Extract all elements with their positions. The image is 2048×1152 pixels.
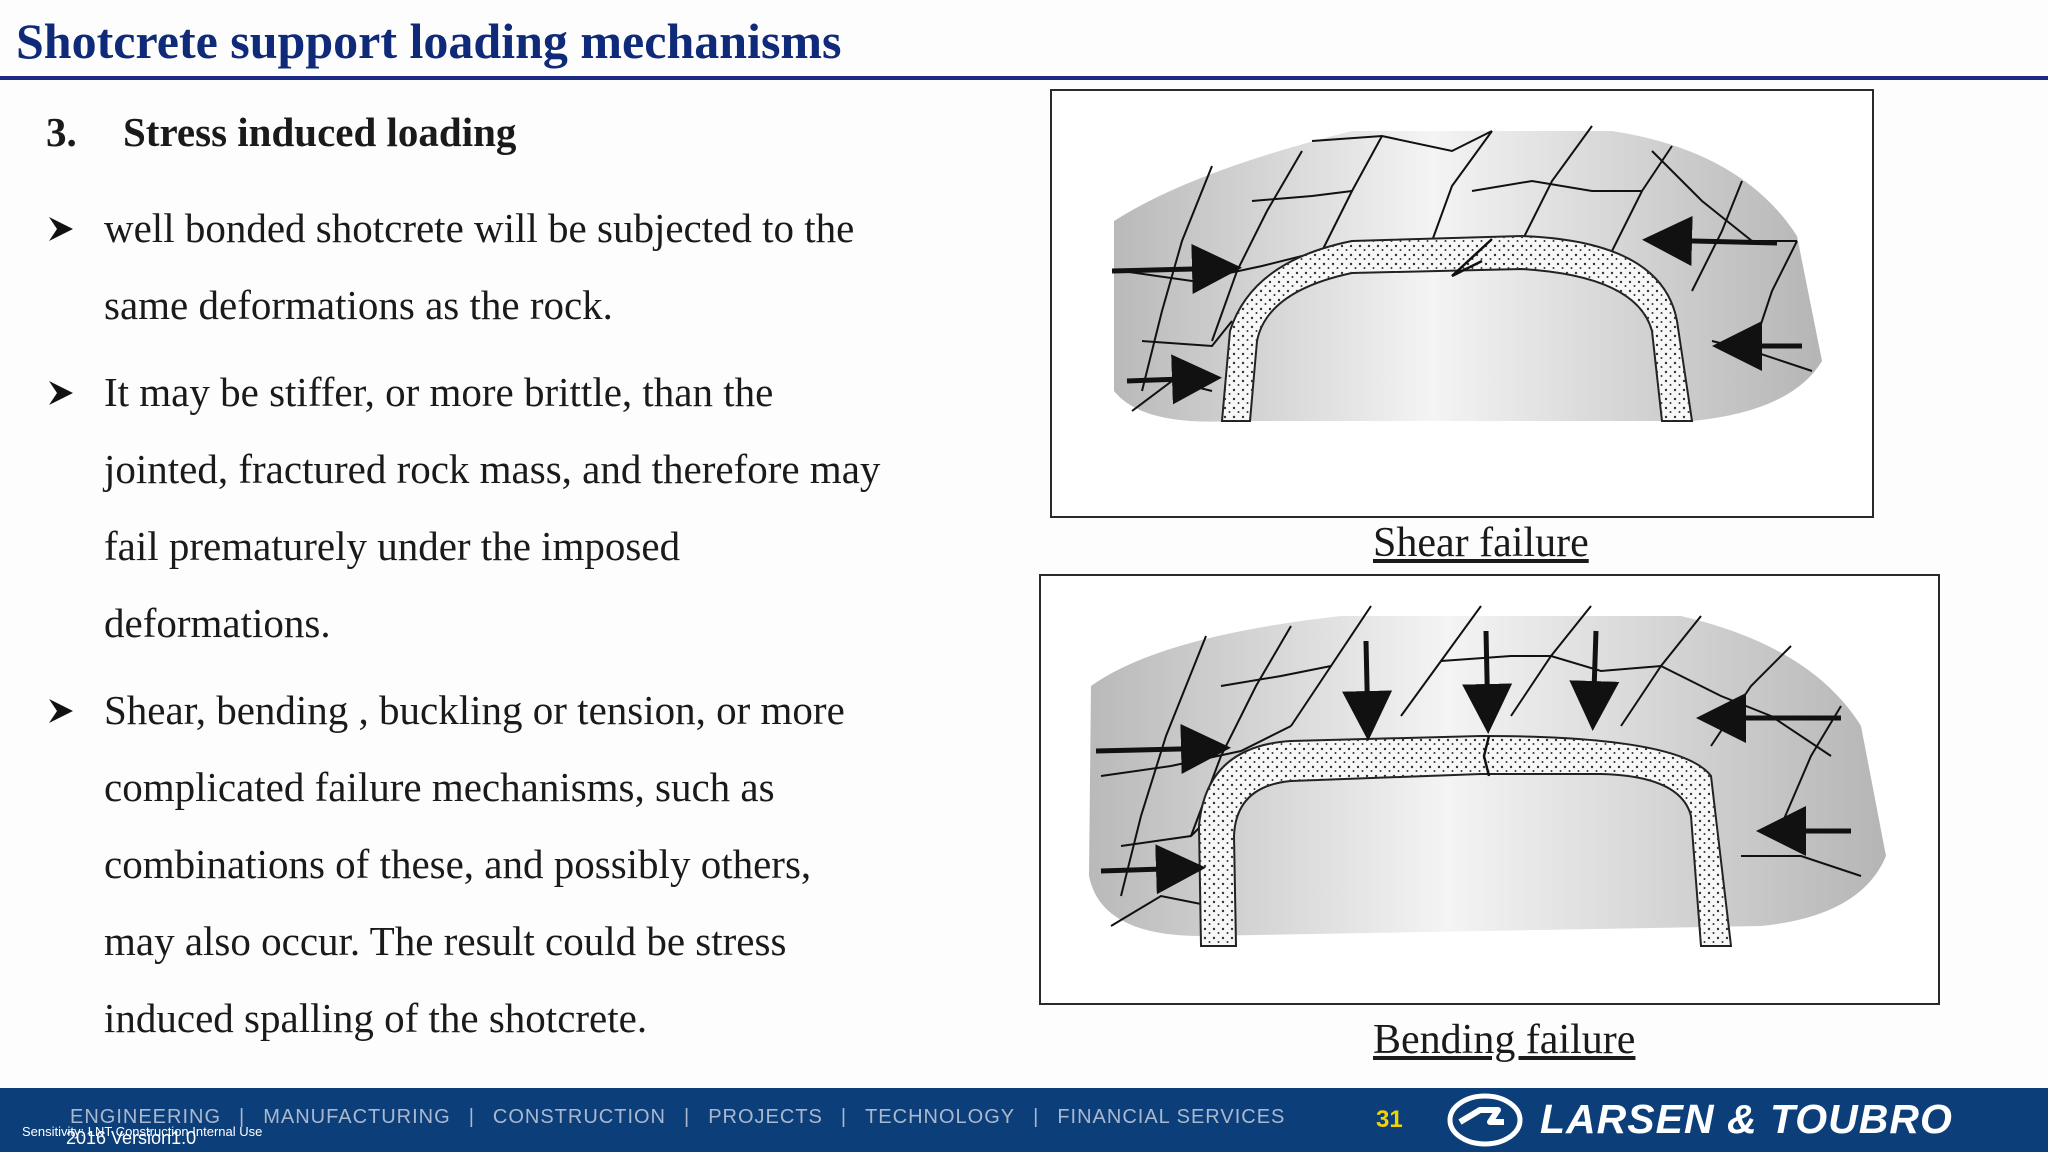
shear-failure-caption: Shear failure bbox=[1373, 520, 1589, 566]
rock-mass bbox=[1114, 131, 1822, 422]
bullet-line: induced spalling of the shotcrete. bbox=[104, 995, 648, 1041]
load-arrows bbox=[1111, 215, 1802, 405]
bullet-line: combinations of these, and possibly othe… bbox=[104, 841, 812, 887]
bullet-item: Shear, bending , buckling or tension, or… bbox=[46, 672, 946, 1057]
company-logo-text: LARSEN & TOUBRO bbox=[1540, 1096, 1953, 1142]
title-divider bbox=[0, 76, 2048, 80]
bending-crack bbox=[1482, 735, 1491, 777]
rock-mass bbox=[1089, 616, 1886, 936]
shear-failure-illustration bbox=[1111, 125, 1822, 422]
arrowhead-bullet-icon bbox=[49, 217, 73, 241]
load-arrows bbox=[1095, 630, 1851, 895]
bullet-list: well bonded shotcrete will be subjected … bbox=[46, 190, 946, 1067]
bending-failure-illustration bbox=[1089, 605, 1886, 947]
version-label: 2016 Version1.0 bbox=[66, 1128, 197, 1148]
bending-failure-caption: Bending failure bbox=[1373, 1017, 1636, 1063]
footer-business-lines: ENGINEERING|MANUFACTURING|CONSTRUCTION|P… bbox=[70, 1106, 1286, 1128]
section-heading: 3. Stress induced loading bbox=[46, 108, 516, 156]
footer-nav-item: CONSTRUCTION bbox=[492, 1106, 666, 1128]
bullet-line: deformations. bbox=[104, 600, 331, 646]
page-number: 31 bbox=[1376, 1106, 1403, 1133]
footer-nav-item: TECHNOLOGY bbox=[865, 1106, 1016, 1128]
lt-logo-icon bbox=[1447, 1093, 1523, 1147]
footer-bar: ENGINEERING|MANUFACTURING|CONSTRUCTION|P… bbox=[0, 1088, 2048, 1152]
footer-nav-item: ENGINEERING bbox=[70, 1106, 222, 1128]
bullet-line: Shear, bending , buckling or tension, or… bbox=[104, 687, 845, 733]
section-number: 3. bbox=[46, 109, 77, 155]
slide-title: Shotcrete support loading mechanisms bbox=[16, 13, 842, 69]
bullet-item: It may be stiffer, or more brittle, than… bbox=[46, 354, 946, 662]
bullet-line: complicated failure mechanisms, such as bbox=[104, 764, 775, 810]
sensitivity-label: Sensitivity: LNT Construction Internal U… bbox=[22, 1124, 263, 1139]
bullet-line: jointed, fractured rock mass, and theref… bbox=[104, 446, 881, 492]
bullet-line: same deformations as the rock. bbox=[104, 282, 613, 328]
shear-failure-figure bbox=[1050, 89, 1874, 518]
bending-failure-figure bbox=[1039, 574, 1940, 1005]
arrowhead-bullet-icon bbox=[49, 381, 73, 405]
bullet-line: may also occur. The result could be stre… bbox=[104, 918, 787, 964]
bullet-item: well bonded shotcrete will be subjected … bbox=[46, 190, 946, 344]
footer-nav-item: FINANCIAL SERVICES bbox=[1057, 1106, 1286, 1128]
section-title: Stress induced loading bbox=[123, 109, 517, 155]
footer-nav-item: PROJECTS bbox=[708, 1106, 823, 1128]
bullet-line: well bonded shotcrete will be subjected … bbox=[104, 205, 855, 251]
footer-nav-item: MANUFACTURING bbox=[263, 1106, 451, 1128]
bullet-line: It may be stiffer, or more brittle, than… bbox=[104, 369, 774, 415]
bullet-line: fail prematurely under the imposed bbox=[104, 523, 681, 569]
shear-crack bbox=[1451, 238, 1493, 278]
arrowhead-bullet-icon bbox=[49, 699, 73, 723]
